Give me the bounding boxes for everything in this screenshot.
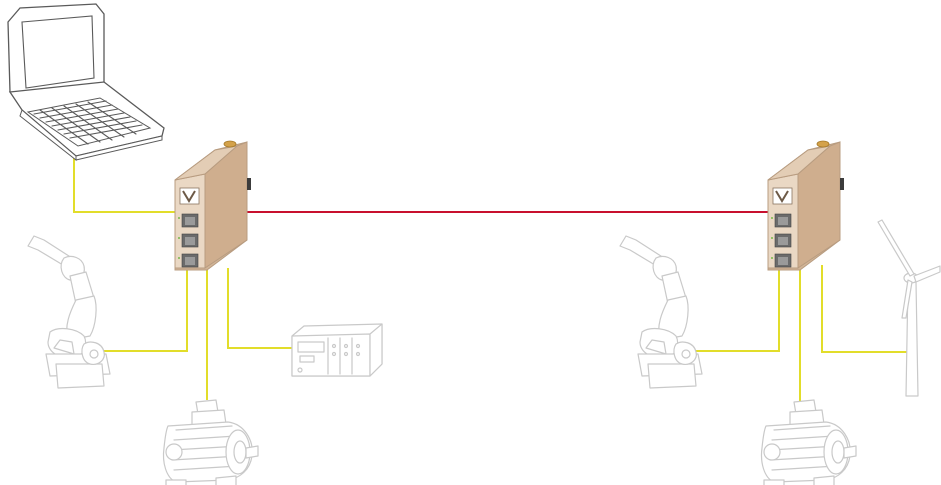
electric-motor-left-icon xyxy=(162,399,259,485)
electric-motor-right-icon xyxy=(760,399,857,485)
wind-turbine-icon xyxy=(877,219,941,397)
laptop-icon xyxy=(7,3,165,162)
robot-right-cable xyxy=(695,265,780,352)
industrial-robot-left-icon xyxy=(27,235,111,389)
industrial-robot-right-icon xyxy=(619,235,703,389)
switch-module-left xyxy=(174,140,252,271)
ethernet-cables xyxy=(73,152,912,408)
laptop-cable xyxy=(73,152,175,213)
switch-module-right xyxy=(767,140,845,271)
plc-controller-icon xyxy=(291,323,383,377)
robot-left-cable xyxy=(104,268,188,352)
turbine-cable xyxy=(821,265,912,353)
plc-cable xyxy=(227,268,292,349)
